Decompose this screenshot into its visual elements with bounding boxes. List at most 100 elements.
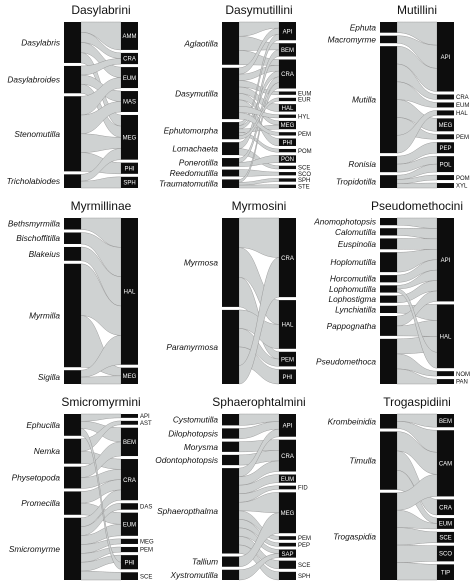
genus-bar (380, 175, 397, 188)
region-bar (279, 369, 296, 384)
flow-link (238, 460, 280, 486)
region-bar (437, 94, 454, 100)
genus-bar (380, 238, 397, 250)
genus-bar (380, 228, 397, 236)
region-bar (437, 102, 454, 108)
panel-pseudomethocini: PseudomethociniAnomophotopsisCalomutilla… (313, 199, 470, 386)
genus-bar (222, 309, 239, 384)
region-bar (279, 172, 296, 176)
region-label: CRA (456, 95, 469, 101)
panel-smicromyrmini: SmicromyrminiEphucillaNemkaPhysetopodaPr… (9, 395, 154, 580)
region-bar (279, 178, 296, 182)
region-bar (279, 120, 296, 130)
region-bar (279, 536, 296, 540)
genus-label: Promecilla (21, 498, 60, 508)
genus-bar (222, 179, 239, 188)
region-bar (437, 531, 454, 543)
region-label: MEG (140, 540, 154, 546)
genus-bar (380, 46, 397, 154)
region-bar (279, 492, 296, 534)
region-label: CRA (439, 505, 452, 511)
region-bar (437, 545, 454, 562)
region-label: DAS (140, 505, 152, 511)
region-label: AST (140, 421, 152, 427)
genus-label: Ephuta (350, 22, 377, 32)
region-label: STE (298, 185, 310, 191)
panel-title: Trogaspidiini (383, 395, 451, 409)
genus-label: Aglaotilla (183, 38, 218, 48)
genus-label: Dasylabris (21, 37, 60, 47)
region-label: EUM (123, 76, 136, 82)
region-label: SCO (298, 172, 311, 178)
genus-bar (222, 169, 239, 177)
genus-label: Bethsmyrmilla (8, 219, 60, 229)
region-bar (279, 218, 296, 298)
genus-label: Physetopoda (12, 473, 61, 483)
region-bar (279, 351, 296, 367)
region-label: PHI (282, 375, 292, 381)
region-label: HAL (456, 111, 468, 117)
region-bar (121, 538, 138, 544)
region-bar (437, 22, 454, 92)
flow-link (396, 353, 438, 377)
region-label: EUM (439, 522, 452, 528)
region-label: BEM (281, 48, 294, 54)
region-label: MEG (281, 123, 295, 129)
genus-bar (64, 263, 81, 368)
genus-label: Mutilla (352, 95, 376, 105)
genus-label: Tricholabiodes (7, 176, 60, 186)
region-label: MEG (123, 374, 137, 380)
region-bar (437, 218, 454, 302)
genus-bar (380, 414, 397, 429)
genus-bar (222, 158, 239, 167)
region-bar (279, 22, 296, 41)
genus-bar (222, 22, 239, 65)
region-label: CRA (281, 256, 294, 262)
region-bar (437, 430, 454, 497)
region-label: POM (456, 176, 470, 182)
panel-title: Mutillini (397, 3, 437, 17)
region-label: PON (281, 157, 294, 163)
genus-label: Dilophotopsis (168, 429, 218, 439)
region-bar (279, 148, 296, 153)
region-label: PEM (298, 132, 311, 138)
genus-bar (222, 441, 239, 452)
region-label: POM (298, 149, 312, 155)
flows (80, 21, 122, 189)
genus-bar (380, 285, 397, 293)
region-bar (121, 367, 138, 384)
region-bar (121, 546, 138, 553)
panel-myrmillinae: MyrmillinaeBethsmyrmillaBischoffitillaBl… (8, 199, 138, 385)
region-label: CAM (439, 462, 452, 468)
panel-title: Dasymutillini (225, 3, 292, 17)
genus-bar (222, 428, 239, 439)
region-bar (437, 156, 454, 173)
region-bar (437, 183, 454, 188)
region-label: BEM (439, 419, 452, 425)
region-bar (121, 176, 138, 188)
genus-bar (222, 468, 239, 554)
region-bar (121, 512, 138, 536)
panel-title: Smicromyrmini (61, 395, 140, 409)
region-bar (279, 155, 296, 163)
region-bar (279, 104, 296, 112)
region-label: EUM (281, 477, 294, 483)
region-label: PHI (124, 166, 134, 172)
region-bar (121, 503, 138, 510)
region-label: SAP (281, 552, 293, 558)
genus-label: Pseudomethoca (316, 356, 376, 366)
genus-label: Trogaspidia (333, 531, 376, 541)
region-bar (437, 499, 454, 516)
flow-link (80, 375, 122, 385)
genus-label: Bischoffitilla (16, 233, 60, 243)
genus-bar (380, 295, 397, 303)
region-label: SCO (439, 552, 452, 558)
genus-label: Sigilla (38, 372, 61, 382)
region-bar (279, 571, 296, 580)
genus-bar (222, 67, 239, 120)
genus-label: Dasymutilla (175, 88, 218, 98)
region-bar (279, 91, 296, 95)
region-bar (437, 142, 454, 154)
genus-bar (380, 275, 397, 283)
genus-label: Odontophotopsis (155, 455, 218, 465)
